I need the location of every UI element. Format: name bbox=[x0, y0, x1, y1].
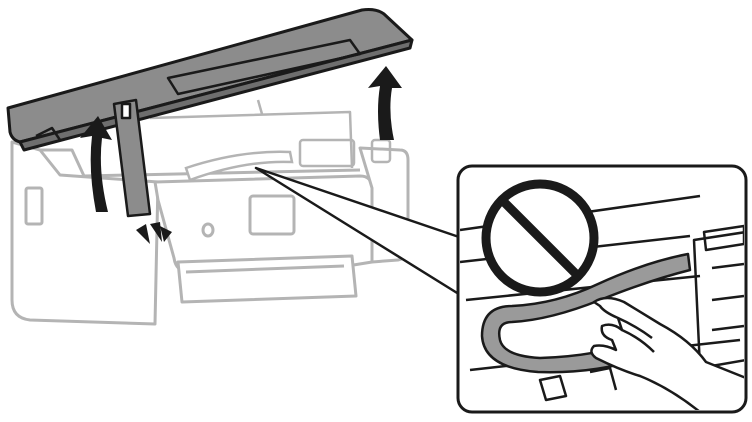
support-hinge bbox=[120, 102, 132, 120]
printer-interior bbox=[149, 99, 392, 169]
detail-tab bbox=[538, 374, 568, 402]
callout-box bbox=[456, 164, 748, 414]
detail-carriage-ridges bbox=[711, 262, 744, 332]
lid-hinge-left bbox=[35, 126, 62, 141]
output-tray-edge bbox=[185, 264, 345, 274]
flat-cable-small bbox=[184, 150, 294, 182]
detail-carriage bbox=[692, 230, 744, 370]
support-strut bbox=[112, 98, 152, 218]
detail-tab bbox=[589, 366, 618, 391]
power-button bbox=[201, 222, 215, 238]
prohibited-icon bbox=[481, 179, 599, 297]
detail-carriage-top bbox=[702, 224, 744, 252]
interior-post bbox=[256, 99, 264, 115]
hand-fingers bbox=[617, 316, 655, 353]
press-mark bbox=[136, 224, 150, 244]
up-arrow-icon bbox=[368, 66, 402, 140]
detail-rail bbox=[465, 274, 701, 302]
scanner-support bbox=[35, 98, 152, 218]
lift-arrows bbox=[80, 66, 402, 244]
press-mark bbox=[160, 226, 172, 242]
up-arrow-icon bbox=[80, 116, 112, 212]
interior-rim bbox=[40, 148, 361, 178]
ink-carriage bbox=[298, 138, 356, 168]
interior-back bbox=[149, 110, 354, 169]
printer-body bbox=[10, 140, 410, 326]
control-screen bbox=[248, 194, 296, 236]
side-slot bbox=[24, 186, 44, 226]
hand-icon bbox=[590, 296, 744, 410]
scanner-lid-groove bbox=[166, 38, 362, 96]
press-mark bbox=[150, 222, 162, 242]
output-tray bbox=[176, 254, 358, 304]
